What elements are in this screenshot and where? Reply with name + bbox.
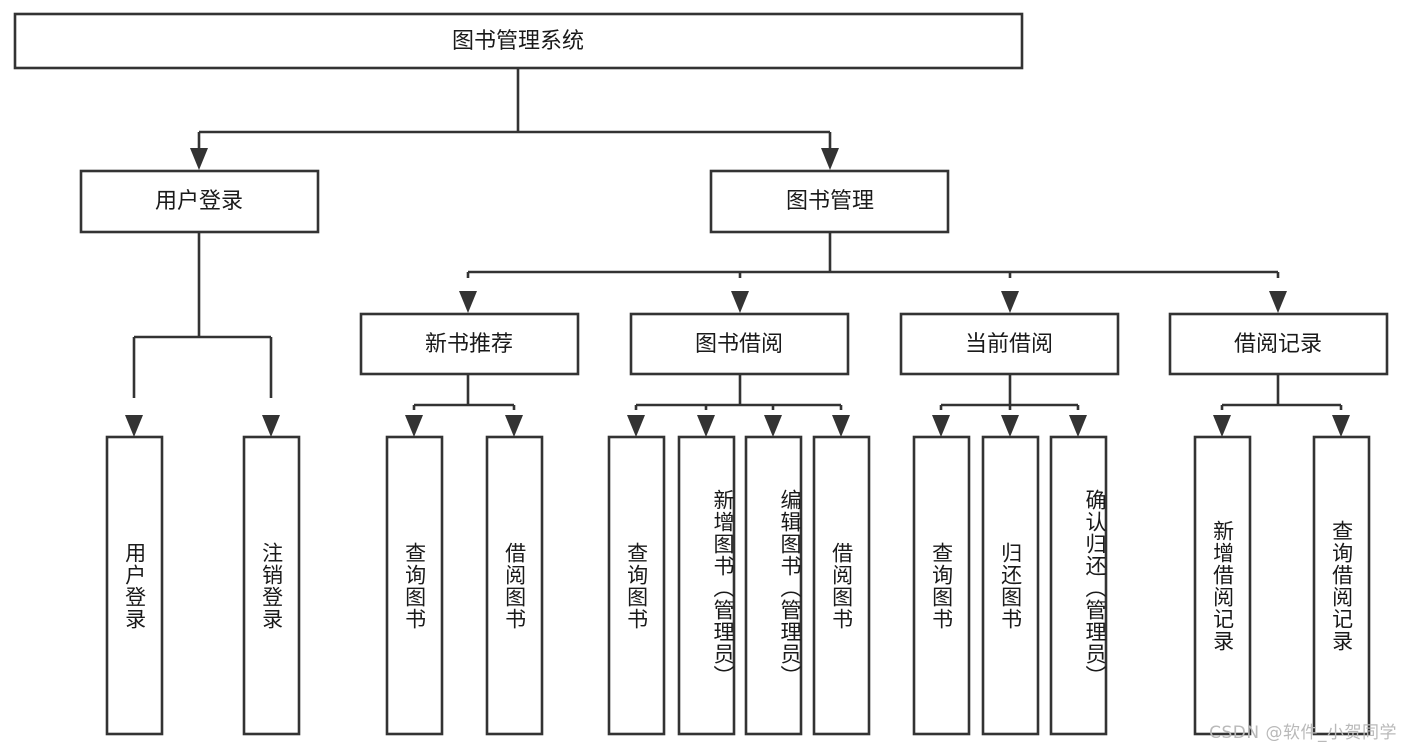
watermark-text: CSDN @软件_小贺同学 [1209,723,1397,743]
arrow-to-user-login [190,148,208,170]
arrow-to-book-borrow [731,291,749,313]
arrow-to-leaf-borrow-book-1 [505,415,523,437]
node-book-manage-label: 图书管理 [786,189,874,214]
arrow-to-book-manage [821,148,839,170]
leaf-box-query-record[interactable] [1312,435,1371,736]
arrow-to-leaf-return-book [1001,415,1019,437]
node-root-system[interactable] [13,12,1024,70]
node-current-borrow[interactable] [899,312,1120,376]
connector-group-borrow-record [1220,374,1343,410]
arrow-to-leaf-confirm-return [1069,415,1087,437]
node-borrow-record[interactable] [1168,312,1389,376]
connector-group-book-borrow [634,374,843,410]
connector-group-user-login [132,232,273,398]
leaf-box-borrow-book-1[interactable] [485,435,544,736]
connector-group-root [197,68,832,150]
arrow-to-leaf-edit-book [764,415,782,437]
node-new-book-recommend[interactable] [359,312,580,376]
leaf-box-edit-book[interactable] [744,435,803,736]
node-book-manage[interactable] [709,169,950,234]
connector-group-new-book-recommend [412,374,516,410]
connector-group-book-manage [466,232,1280,278]
arrow-to-leaf-query-book-2 [627,415,645,437]
arrow-to-borrow-record [1269,291,1287,313]
leaf-box-borrow-book-2[interactable] [812,435,871,736]
arrow-to-leaf-query-book-1 [405,415,423,437]
leaf-box-query-book-1[interactable] [385,435,444,736]
node-borrow-record-label: 借阅记录 [1234,332,1322,357]
leaf-box-user-login[interactable] [105,435,164,736]
arrow-to-current-borrow [1001,291,1019,313]
leaf-box-query-book-2[interactable] [607,435,666,736]
arrow-to-leaf-logout [262,415,280,437]
leaf-box-query-book-3[interactable] [912,435,971,736]
leaf-box-confirm-return[interactable] [1049,435,1108,736]
node-new-book-recommend-label: 新书推荐 [425,332,513,357]
connector-group-current-borrow [939,374,1080,410]
arrow-to-leaf-query-book-3 [932,415,950,437]
node-book-borrow-label: 图书借阅 [695,332,783,357]
node-current-borrow-label: 当前借阅 [965,332,1053,357]
leaf-box-add-record[interactable] [1193,435,1252,736]
node-book-borrow[interactable] [629,312,850,376]
node-user-login-label: 用户登录 [155,189,243,214]
arrow-to-leaf-borrow-book-2 [832,415,850,437]
node-root-system-label: 图书管理系统 [452,29,584,54]
leaf-box-add-book[interactable] [677,435,736,736]
arrow-to-leaf-query-record [1332,415,1350,437]
node-user-login[interactable] [79,169,320,234]
arrow-to-leaf-add-record [1213,415,1231,437]
arrow-to-leaf-add-book [697,415,715,437]
arrow-to-new-book-recommend [459,291,477,313]
leaf-box-logout[interactable] [242,435,301,736]
leaf-box-return-book[interactable] [981,435,1040,736]
arrow-to-leaf-user-login [125,415,143,437]
